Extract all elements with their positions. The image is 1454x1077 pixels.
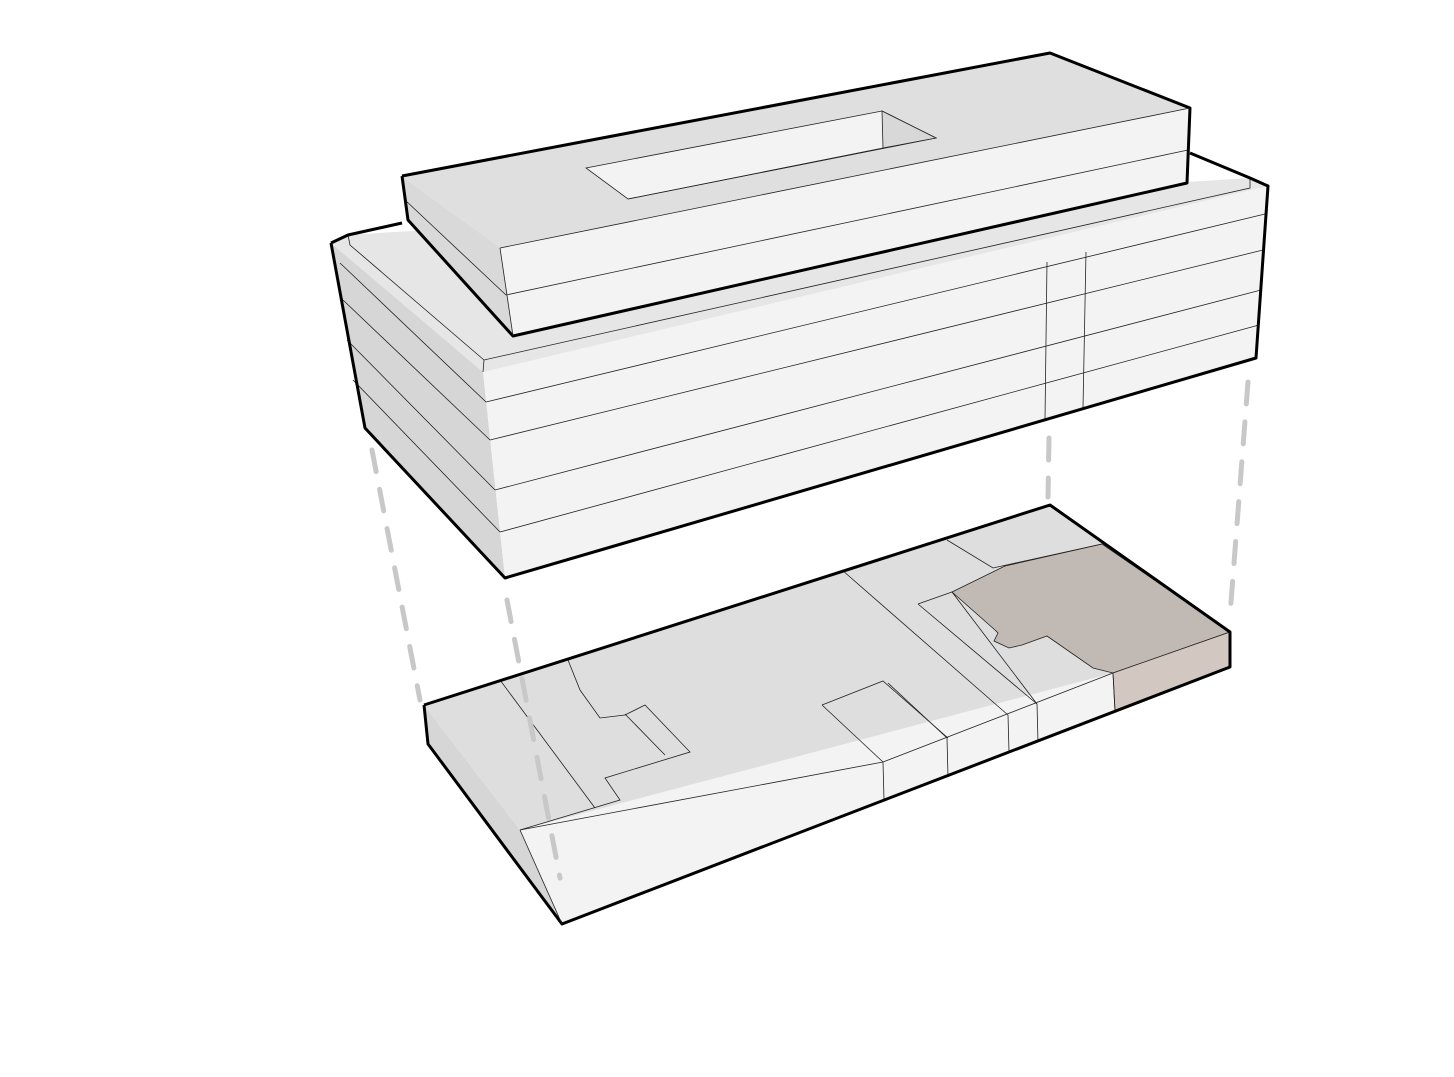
- upper-left-face: [331, 243, 505, 578]
- guide-center-right: [1045, 435, 1052, 500]
- upper-front-bands: [485, 213, 1266, 533]
- guide-center-left: [504, 597, 563, 881]
- top-volume-bands: [404, 149, 1189, 296]
- plinth-front-face: [520, 632, 1230, 924]
- roof-light-well-side: [881, 110, 938, 149]
- top-volume-outline: [400, 51, 1192, 338]
- guide-left: [369, 447, 423, 703]
- alignment-guides: [369, 379, 1251, 881]
- upper-outline: [330, 221, 403, 245]
- setback-top-volume: [400, 51, 1192, 338]
- upper-left-bands: [339, 262, 501, 533]
- top-volume-left-face: [402, 176, 513, 336]
- plinth-front-segments: [882, 672, 1116, 801]
- plinth-room-partitions: [499, 539, 1114, 831]
- top-volume-front-face: [500, 108, 1190, 336]
- upper-parapet: [347, 178, 1251, 373]
- guide-right: [1227, 379, 1251, 618]
- base-plinth: [422, 503, 1232, 926]
- upper-front-face: [483, 186, 1268, 578]
- plinth-outline: [422, 503, 1232, 926]
- plinth-left-face: [424, 705, 562, 924]
